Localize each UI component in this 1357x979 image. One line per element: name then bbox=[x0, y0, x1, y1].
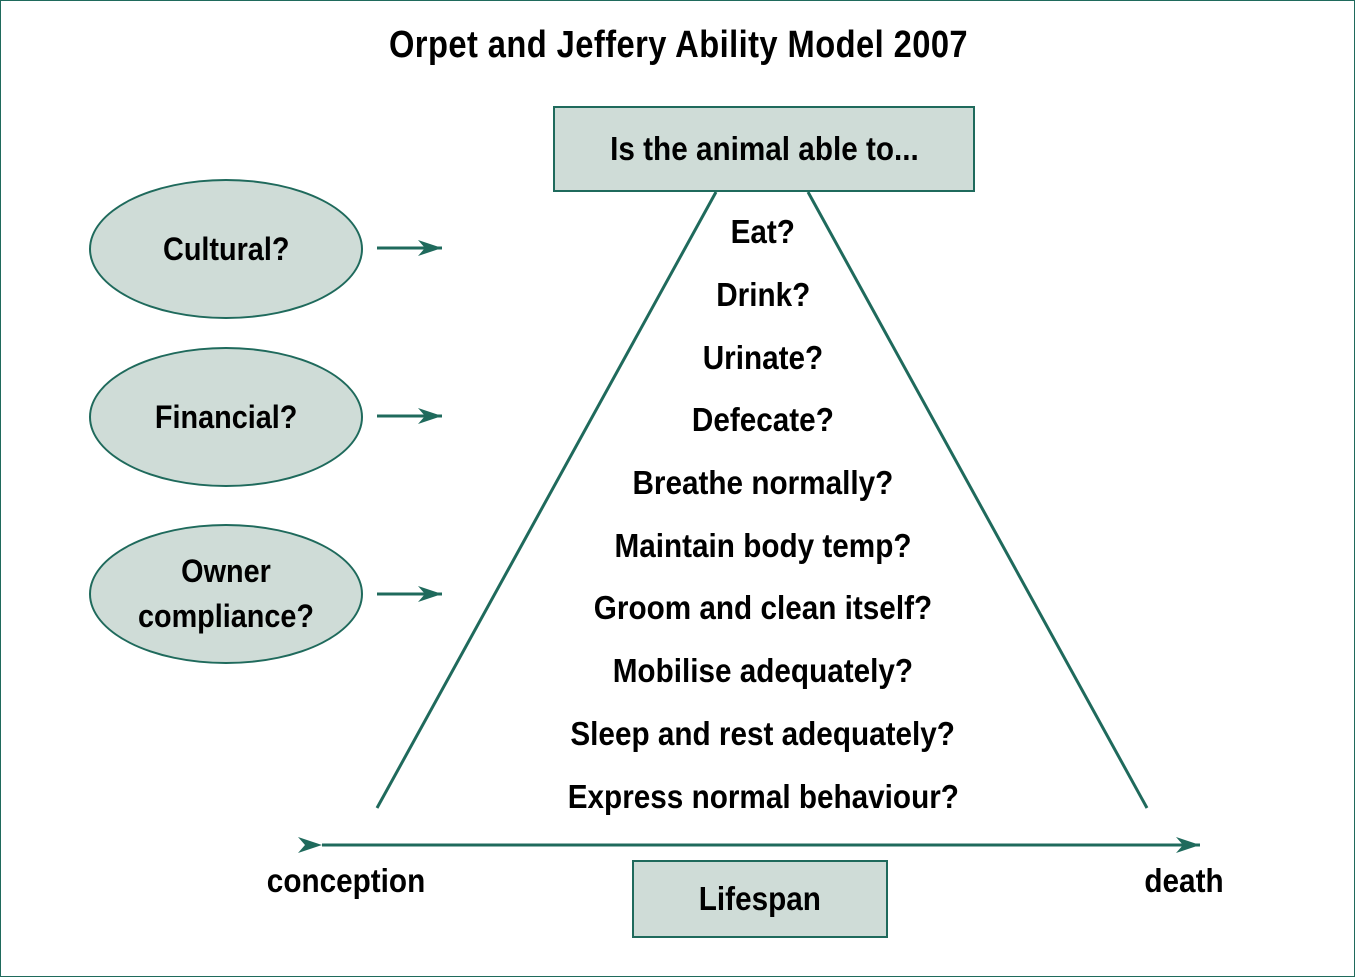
ability-question: Express normal behaviour? bbox=[463, 777, 1063, 817]
axis-end-text: death bbox=[1144, 862, 1224, 899]
ability-question: Drink? bbox=[463, 275, 1063, 315]
factor-label: Owner compliance? bbox=[137, 553, 315, 634]
ability-question: Groom and clean itself? bbox=[463, 588, 1063, 628]
ability-question-text: Breathe normally? bbox=[632, 464, 894, 501]
triangle-left-side bbox=[375, 191, 718, 809]
ability-question-text: Express normal behaviour? bbox=[567, 778, 959, 815]
axis-start-text: conception bbox=[266, 862, 426, 899]
ability-question: Defecate? bbox=[463, 400, 1063, 440]
ability-question-text: Maintain body temp? bbox=[614, 527, 912, 564]
question-header-box: Is the animal able to... bbox=[553, 106, 975, 192]
ability-question-text: Mobilise adequately? bbox=[612, 652, 914, 689]
ability-question-text: Eat? bbox=[730, 213, 796, 250]
factor-financial: Financial? bbox=[89, 347, 363, 487]
ability-question: Urinate? bbox=[463, 338, 1063, 378]
axis-start-label: conception bbox=[258, 862, 434, 900]
factor-label: Financial? bbox=[154, 398, 298, 435]
ability-question: Maintain body temp? bbox=[463, 526, 1063, 566]
lifespan-box: Lifespan bbox=[632, 860, 888, 938]
lifespan-label: Lifespan bbox=[698, 880, 822, 917]
triangle-right-side bbox=[806, 191, 1149, 809]
factor-label: Cultural? bbox=[162, 230, 290, 267]
ability-question: Mobilise adequately? bbox=[463, 651, 1063, 691]
ability-question-text: Urinate? bbox=[702, 339, 824, 376]
question-header-text: Is the animal able to... bbox=[609, 130, 919, 167]
ability-question: Sleep and rest adequately? bbox=[463, 714, 1063, 754]
ability-question-text: Drink? bbox=[715, 276, 811, 313]
ability-question-text: Sleep and rest adequately? bbox=[570, 715, 956, 752]
ability-question: Eat? bbox=[463, 212, 1063, 252]
ability-question-text: Groom and clean itself? bbox=[593, 589, 933, 626]
factor-cultural: Cultural? bbox=[89, 179, 363, 319]
axis-end-label: death bbox=[1140, 862, 1228, 900]
diagram-title: Orpet and Jeffery Ability Model 2007 bbox=[388, 24, 969, 66]
ability-question: Breathe normally? bbox=[463, 463, 1063, 503]
ability-question-text: Defecate? bbox=[692, 401, 834, 438]
factor-owner-compliance: Owner compliance? bbox=[89, 524, 363, 664]
